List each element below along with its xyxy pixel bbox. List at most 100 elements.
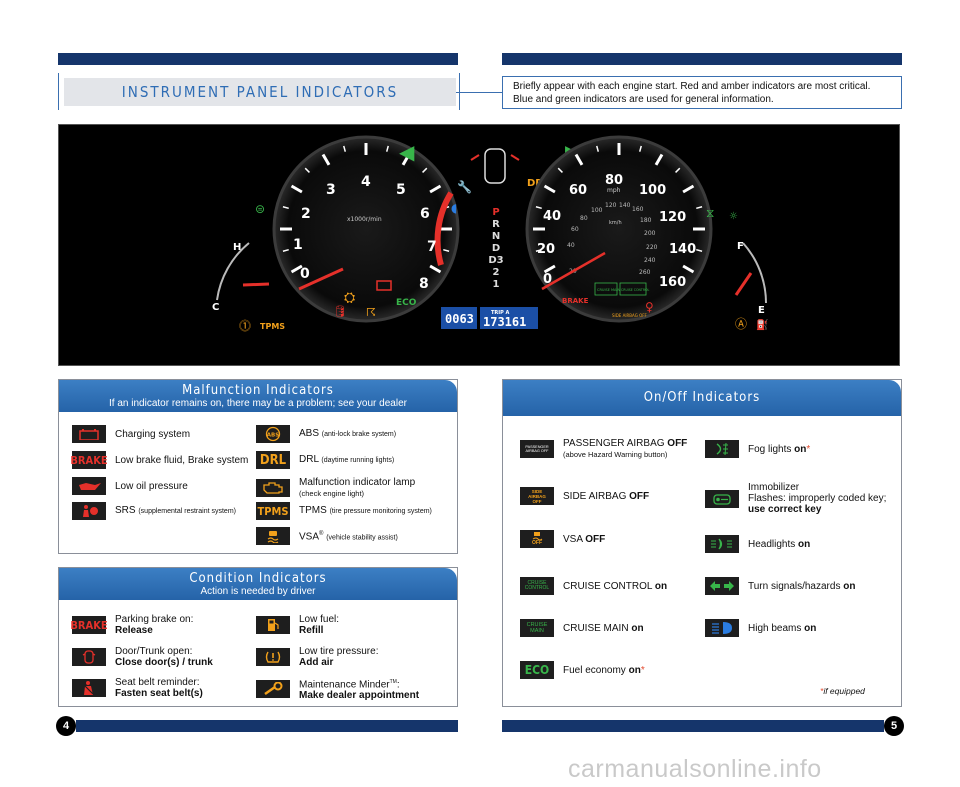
brake-label: Low brake fluid, Brake system <box>115 454 249 466</box>
tach-label-8: 8 <box>419 276 429 292</box>
headlight-icon <box>705 535 739 553</box>
title-connector <box>456 92 502 93</box>
dash-door-open-icon <box>484 148 506 184</box>
dash-fog-lamp: ⧖ <box>706 206 714 220</box>
dial-tick <box>543 264 556 274</box>
dial-tick <box>543 184 556 194</box>
dash-door-lamp-right <box>510 154 520 161</box>
vsa-off-icon: OFF <box>520 530 554 548</box>
title-frame <box>58 73 460 110</box>
dash-cruise-control-lamp <box>619 282 647 296</box>
dial-tick <box>304 167 310 173</box>
high-beam-icon <box>705 619 739 637</box>
malfunction-title: Malfunction Indicators <box>182 383 334 398</box>
condition-title: Condition Indicators <box>189 571 327 586</box>
dash-immobilizer-lamp: ⊜ <box>255 202 265 216</box>
temp-needle <box>242 282 270 287</box>
speedometer-ticks <box>533 143 705 274</box>
dash-seatbelt-lamp: ♀ <box>645 300 654 314</box>
drl-label: DRL (daytime running lights) <box>299 454 395 465</box>
onoff-panel: On/Off Indicators <box>502 379 902 707</box>
malfunction-header: Malfunction Indicators If an indicator r… <box>59 380 457 412</box>
dial-tick <box>401 153 411 166</box>
speedo-label-100: 100 <box>639 183 666 198</box>
tach-label-4: 4 <box>361 174 371 190</box>
dial-tick <box>696 248 703 252</box>
dial-tick <box>321 153 331 166</box>
malfunction-srs: SRS (supplemental restraint system) <box>72 502 236 520</box>
speedo-label-60: 60 <box>569 183 587 198</box>
kmh-60: 60 <box>571 226 579 233</box>
eco-icon: ECO <box>520 661 554 679</box>
dash-maintenance-lamp: 🔧 <box>457 179 472 194</box>
condition-door-open: Door/Trunk open:Close door(s) / trunk <box>72 646 213 668</box>
malfunction-tpms: TPMS TPMS (tire pressure monitoring syst… <box>256 502 432 520</box>
turn-signals-label: Turn signals/hazards on <box>748 580 856 592</box>
dial-tick <box>385 145 389 152</box>
dial-tick <box>443 248 450 252</box>
dash-tpms-text: TPMS <box>260 322 285 331</box>
malfunction-subtitle: If an indicator remains on, there may be… <box>109 398 407 409</box>
dial-tick <box>343 145 347 152</box>
vsa-icon <box>256 527 290 545</box>
footnote: *if equipped <box>820 686 865 696</box>
dial-tick <box>282 248 289 252</box>
malfunction-oil: Low oil pressure <box>72 477 188 495</box>
speedo-label-140: 140 <box>669 242 696 257</box>
abs-label: ABS (anti-lock brake system) <box>299 428 397 439</box>
header-bar-left <box>58 53 458 65</box>
page-title: INSTRUMENT PANEL INDICATORS <box>121 83 399 101</box>
speedometer-dial <box>525 135 713 323</box>
temp-c-label: C <box>212 302 219 313</box>
cruise-main-label: CRUISE MAIN on <box>563 622 644 634</box>
condition-maintenance: Maintenance MinderTM:Make dealer appoint… <box>256 677 419 701</box>
kmh-80: 80 <box>580 215 588 222</box>
dash-high-beam-lamp: ◖ <box>451 201 457 215</box>
dial-tick <box>675 167 681 173</box>
dial-tick <box>290 264 303 274</box>
trip-label: TRIP A <box>491 310 510 316</box>
abs-icon: ABS <box>256 425 290 443</box>
onoff-cruise-control: CRUISE CONTROL CRUISE CONTROL on <box>520 577 667 595</box>
passenger-airbag-label: PASSENGER AIRBAG OFF(above Hazard Warnin… <box>563 438 688 459</box>
instrument-cluster-drawing: 0 1 2 3 4 5 6 7 8 x1000r/min ⛭ ECO 🛢 ☈ H… <box>212 135 768 333</box>
seatbelt-icon <box>72 679 106 697</box>
dial-tick <box>535 248 542 252</box>
trip-display <box>480 307 538 329</box>
tpms-icon: TPMS <box>256 502 290 520</box>
dial-tick <box>282 206 289 210</box>
fuel-arc <box>742 242 767 304</box>
condition-low-fuel: Low fuel:Refill <box>256 614 339 636</box>
onoff-header: On/Off Indicators <box>503 380 901 416</box>
malfunction-check-engine: Malfunction indicator lamp(check engine … <box>256 477 415 499</box>
onoff-cruise-main: CRUISE MAIN CRUISE MAIN on <box>520 619 644 637</box>
tach-needle <box>298 267 344 291</box>
gear-n: N <box>492 231 500 242</box>
side-airbag-icon: SIDE AIRBAG OFF <box>520 487 554 505</box>
svg-text:ABS: ABS <box>267 433 279 439</box>
speedo-unit-kmh: km/h <box>609 220 622 226</box>
dash-cruise-main-lamp <box>594 282 618 296</box>
dash-eco-lamp: ECO <box>396 298 417 308</box>
oil-label: Low oil pressure <box>115 480 188 492</box>
speedo-needle <box>541 251 606 291</box>
maintenance-label: Maintenance MinderTM:Make dealer appoint… <box>299 679 420 702</box>
dial-tick <box>557 167 563 173</box>
headlights-label: Headlights on <box>748 538 811 550</box>
dial-tick <box>682 264 695 274</box>
vsa-off-icon-text: OFF <box>532 540 542 546</box>
temperature-arc <box>216 242 250 301</box>
onoff-headlights: Headlights on <box>705 535 810 553</box>
engine-icon <box>256 479 290 497</box>
gear-d: D <box>492 243 500 254</box>
dash-turn-left-arrow: ◀ <box>399 140 415 164</box>
fuel-pump-icon <box>256 616 290 634</box>
malfunction-drl: DRL DRL (daytime running lights) <box>256 451 394 469</box>
dash-vsa-lamp: ☈ <box>366 306 376 319</box>
turn-signal-icon <box>705 577 739 595</box>
condition-header: Condition Indicators Action is needed by… <box>59 568 457 600</box>
speedo-label-20: 20 <box>537 242 555 257</box>
dash-cruise-main-text: CRUISE MAIN <box>597 288 620 292</box>
kmh-40: 40 <box>567 242 575 249</box>
